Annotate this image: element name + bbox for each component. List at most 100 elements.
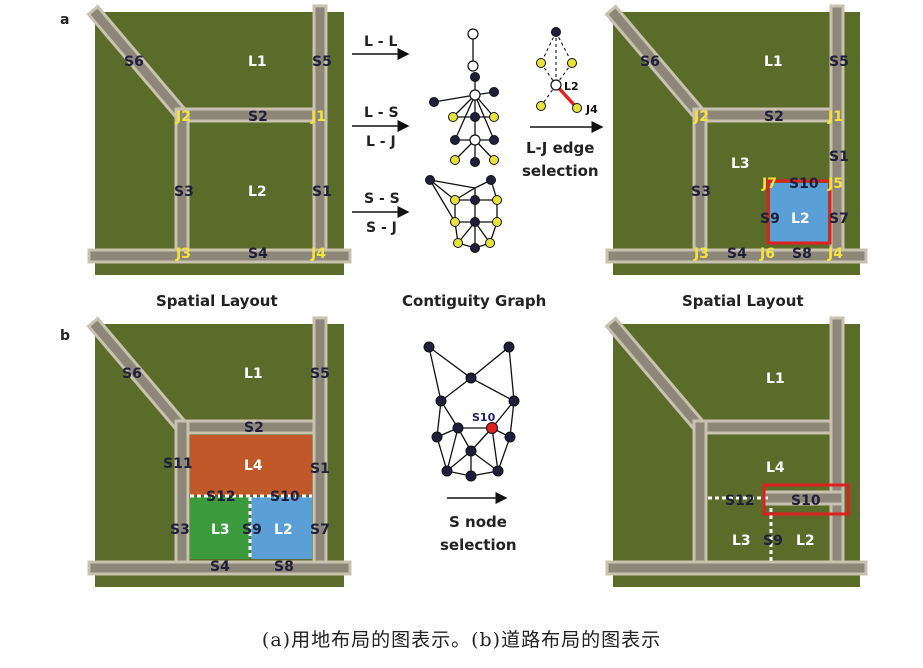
a-right-J7: J7 [761, 176, 777, 192]
graph-snode-node [504, 431, 516, 443]
graph-ss-node [425, 175, 435, 185]
lj-label-2: selection [522, 162, 599, 180]
a-right-S5: S5 [829, 54, 849, 70]
graph-ss-node [470, 217, 480, 227]
a-right-S8: S8 [792, 246, 812, 262]
a-left-S5: S5 [312, 54, 332, 70]
snode-label-2: selection [440, 536, 517, 554]
graph-ss-node [492, 217, 502, 227]
b-left-L3: L3 [211, 522, 230, 538]
a-left-J3: J3 [175, 246, 191, 262]
b-left-L4: L4 [244, 458, 263, 474]
graph-ls-node [489, 135, 499, 145]
graph-ll [467, 28, 479, 72]
graph-ls-node [429, 97, 439, 107]
map-a-left-roads [86, 4, 352, 264]
graph-ls-node [450, 135, 460, 145]
b-left-L2: L2 [274, 522, 293, 538]
a-right-S1: S1 [829, 149, 849, 165]
graph-lj-node-l2 [550, 79, 562, 91]
arrow-label-ll: L - L [364, 34, 397, 50]
b-left-S1: S1 [310, 461, 330, 477]
b-left-S5: S5 [310, 366, 330, 382]
graph-snode-node [503, 341, 515, 353]
a-right-L2: L2 [791, 211, 810, 227]
panel-label-a: a [60, 12, 69, 28]
a-right-S7: S7 [829, 211, 849, 227]
title-contiguity: Contiguity Graph [402, 292, 546, 310]
arrow-label-ss: S - S [364, 191, 400, 207]
graph-ls-node [469, 134, 481, 146]
graph-ss-node [485, 238, 495, 248]
map-b-right-roads [604, 316, 868, 576]
a-left-J4: J4 [310, 246, 326, 262]
graph-ls-node [470, 157, 480, 167]
map-b-right: L1 L4 L3 L2 S12 S10 S9 [604, 316, 868, 587]
graph-snode: S10 S node selection [423, 341, 520, 554]
a-right-J4: J4 [827, 246, 843, 262]
a-left-S1: S1 [312, 184, 332, 200]
a-right-J1: J1 [827, 109, 843, 125]
a-right-J6: J6 [759, 246, 775, 262]
b-right-L2: L2 [796, 533, 815, 549]
arrow-label-sj: S - J [366, 220, 397, 236]
a-right-S3: S3 [691, 184, 711, 200]
a-right-L1: L1 [764, 54, 783, 70]
graph-ss-node [450, 195, 460, 205]
a-right-J3: J3 [693, 246, 709, 262]
a-left-S3: S3 [174, 184, 194, 200]
a-right-highlight-box [766, 179, 832, 245]
graph-snode-node [441, 465, 453, 477]
b-right-L3: L3 [732, 533, 751, 549]
arrow-label-ls: L - S [364, 105, 399, 121]
graph-lj-node [551, 27, 561, 37]
map-a-left: L1 L2 S6 S5 S2 S3 S1 S4 J2 J1 J3 J4 [86, 4, 352, 275]
graph-ls-node [470, 72, 480, 82]
a-left-S6: S6 [124, 54, 144, 70]
a-right-S10: S10 [789, 176, 819, 192]
arrows-a: L - L L - S L - J S - S S - J [352, 34, 410, 236]
a-right-S9: S9 [760, 211, 780, 227]
b-right-L4: L4 [766, 460, 785, 476]
a-right-L3: L3 [731, 156, 750, 172]
graph-ll-node [467, 60, 479, 72]
b-left-L2-parcel [251, 497, 312, 559]
graph-lj-node [536, 101, 546, 111]
graph-ss-node [450, 217, 460, 227]
graph-ls-node [448, 112, 458, 122]
graph-ss-node [453, 238, 463, 248]
graph-lj-selection: L2 J4 L-J edge selection [522, 27, 604, 180]
graph-ll-node [467, 28, 479, 40]
graph-snode-selected-S10 [486, 422, 498, 434]
graph-label-j4: J4 [585, 103, 598, 116]
b-left-S3: S3 [170, 522, 190, 538]
title-spatial-right: Spatial Layout [682, 292, 804, 310]
b-left-S4: S4 [210, 559, 230, 575]
a-left-J2: J2 [175, 109, 191, 125]
b-left-L3-parcel [190, 497, 250, 559]
graph-ss-node [470, 195, 480, 205]
a-right-S6: S6 [640, 54, 660, 70]
b-left-S7: S7 [310, 522, 330, 538]
b-left-L1: L1 [244, 366, 263, 382]
a-right-S4: S4 [727, 246, 747, 262]
lj-label-1: L-J edge [526, 139, 594, 157]
arrow-label-lj: L - J [366, 134, 396, 150]
b-left-L4-parcel [190, 435, 312, 495]
b-left-S6: S6 [122, 366, 142, 382]
b-right-L1: L1 [766, 371, 785, 387]
map-a-right: L1 L3 L2 S6 S5 S2 S1 S3 S10 S9 S7 S4 S8 … [604, 4, 868, 275]
b-right-S9: S9 [763, 533, 783, 549]
graph-snode-node [465, 445, 477, 457]
b-right-S10: S10 [791, 493, 821, 509]
b-left-S9: S9 [242, 522, 262, 538]
graph-label-s10: S10 [472, 411, 496, 424]
graph-ls [429, 72, 499, 167]
graph-lj-node-j4 [572, 103, 582, 113]
graph-ss-node [486, 175, 496, 185]
graph-lj-node [567, 58, 577, 68]
snode-label-1: S node [449, 513, 507, 531]
graph-ls-node [450, 155, 460, 165]
a-right-J5: J5 [827, 176, 843, 192]
